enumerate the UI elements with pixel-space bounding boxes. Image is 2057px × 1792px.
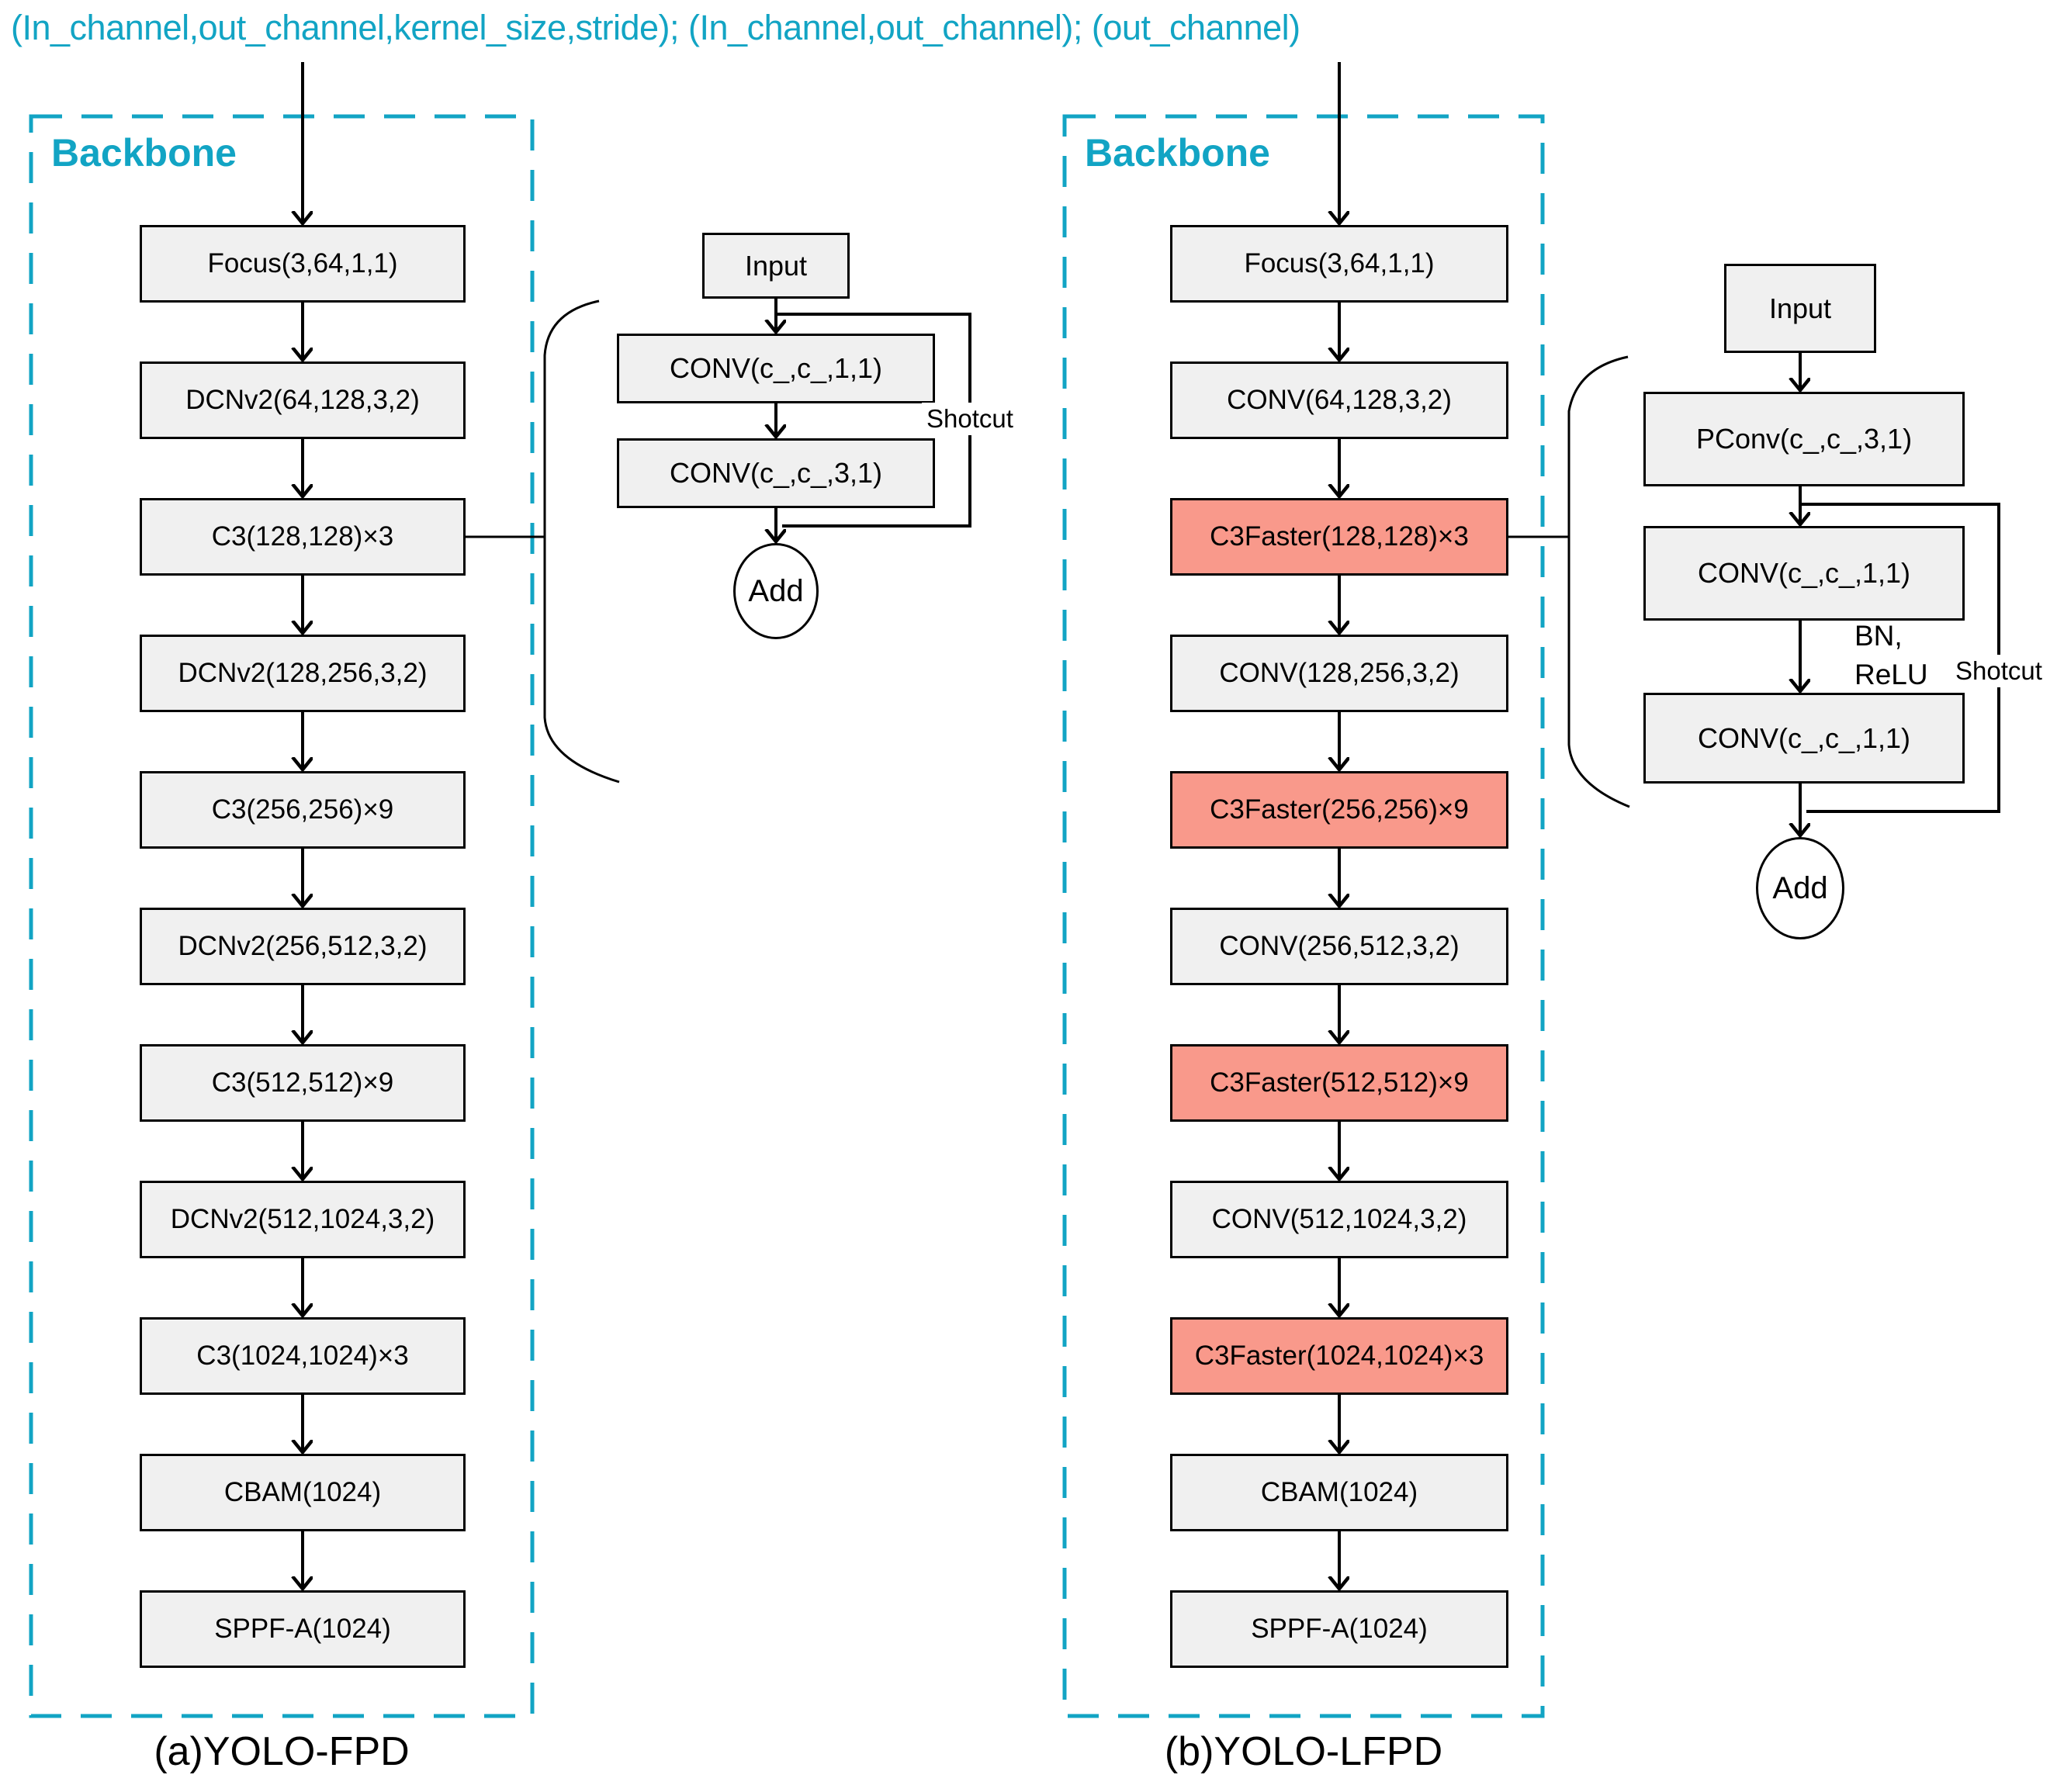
- c3faster-shortcut-label: Shotcut: [1951, 655, 2047, 687]
- backbone-a-dashed-frame: [29, 114, 535, 1718]
- backbone-b-dashed-frame: [1062, 114, 1545, 1718]
- caption-a: (a)YOLO-FPD: [154, 1729, 410, 1774]
- backbone_a-block-4: C3(256,256)×9: [140, 771, 466, 849]
- backbone_a-block-6: C3(512,512)×9: [140, 1044, 466, 1122]
- backbone_a-block-5: DCNv2(256,512,3,2): [140, 908, 466, 985]
- backbone_a-block-1: DCNv2(64,128,3,2): [140, 362, 466, 439]
- c3-input-box: Input: [702, 233, 850, 299]
- c3faster-add-node: Add: [1756, 837, 1844, 939]
- backbone_b-block-9: CBAM(1024): [1170, 1454, 1508, 1531]
- c3faster-bn-relu-label: BN, ReLU: [1854, 617, 1928, 694]
- backbone_a-block-3: DCNv2(128,256,3,2): [140, 635, 466, 712]
- backbone_b-block-7: CONV(512,1024,3,2): [1170, 1181, 1508, 1258]
- backbone_b-block-4: C3Faster(256,256)×9: [1170, 771, 1508, 849]
- backbone_b-block-5: CONV(256,512,3,2): [1170, 908, 1508, 985]
- c3-add-node: Add: [733, 543, 819, 639]
- backbone_a-block-2: C3(128,128)×3: [140, 498, 466, 576]
- c3faster-conv2-box: CONV(c_,c_,1,1): [1643, 693, 1965, 784]
- backbone-a-title: Backbone: [51, 131, 237, 175]
- relu-label: ReLU: [1854, 658, 1928, 690]
- c3faster-input-box: Input: [1724, 264, 1876, 353]
- legend-annotation: (In_channel,out_channel,kernel_size,stri…: [11, 8, 1300, 47]
- c3faster-conv1-box: CONV(c_,c_,1,1): [1643, 526, 1965, 621]
- bn-label: BN,: [1854, 620, 1903, 652]
- backbone_a-block-8: C3(1024,1024)×3: [140, 1317, 466, 1395]
- backbone_b-block-3: CONV(128,256,3,2): [1170, 635, 1508, 712]
- backbone_b-block-8: C3Faster(1024,1024)×3: [1170, 1317, 1508, 1395]
- c3-conv2-box: CONV(c_,c_,3,1): [617, 438, 935, 508]
- backbone_a-block-7: DCNv2(512,1024,3,2): [140, 1181, 466, 1258]
- c3-conv1-box: CONV(c_,c_,1,1): [617, 334, 935, 403]
- c3-brace: [543, 299, 620, 784]
- backbone_b-block-6: C3Faster(512,512)×9: [1170, 1044, 1508, 1122]
- backbone_b-block-0: Focus(3,64,1,1): [1170, 225, 1508, 303]
- backbone-b-title: Backbone: [1085, 131, 1270, 175]
- backbone_b-block-1: CONV(64,128,3,2): [1170, 362, 1508, 439]
- backbone_a-block-9: CBAM(1024): [140, 1454, 466, 1531]
- backbone_a-block-0: Focus(3,64,1,1): [140, 225, 466, 303]
- backbone_b-block-10: SPPF-A(1024): [1170, 1590, 1508, 1668]
- backbone_b-block-2: C3Faster(128,128)×3: [1170, 498, 1508, 576]
- caption-b: (b)YOLO-LFPD: [1164, 1729, 1443, 1774]
- backbone_a-block-10: SPPF-A(1024): [140, 1590, 466, 1668]
- c3faster-brace: [1567, 355, 1630, 808]
- c3faster-pconv-box: PConv(c_,c_,3,1): [1643, 392, 1965, 486]
- c3-shortcut-label: Shotcut: [922, 403, 1018, 435]
